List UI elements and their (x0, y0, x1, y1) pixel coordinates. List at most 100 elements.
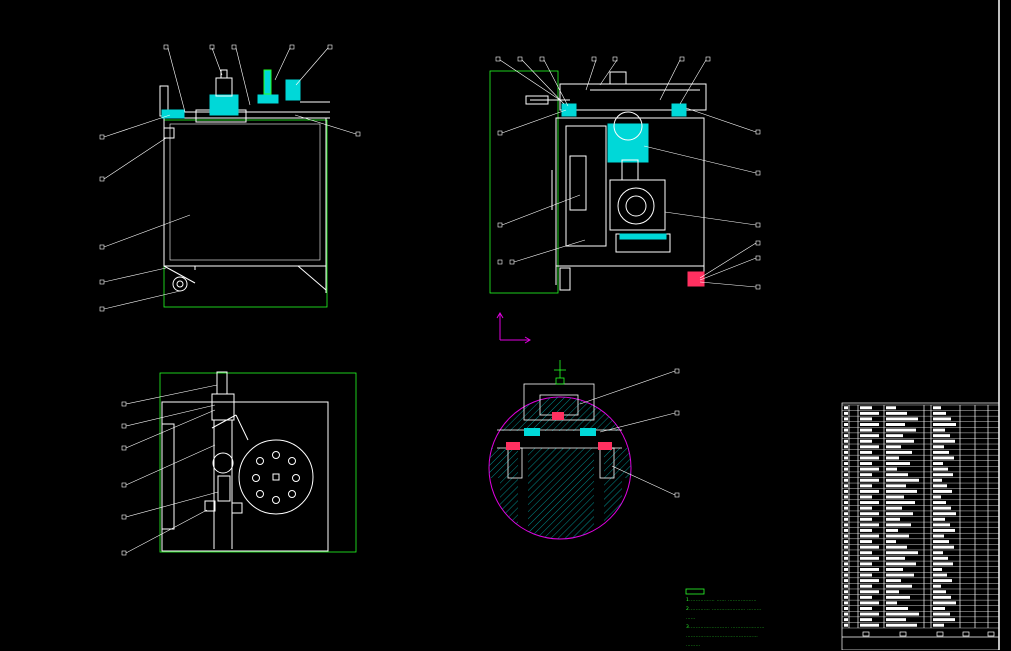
table-row (860, 439, 872, 443)
note-line: 2.………… ………………… ……… (686, 607, 762, 612)
plan-leaders (121, 384, 219, 556)
table-row (844, 506, 848, 510)
note-line: …… (686, 616, 696, 621)
table-row (860, 501, 879, 505)
top-assembly (559, 83, 707, 111)
table-row (933, 417, 951, 421)
table-row (860, 450, 872, 454)
valve (263, 69, 272, 95)
table-row (844, 495, 848, 499)
frame-outline (159, 372, 357, 553)
motor (215, 77, 233, 97)
note-line: ……………………………………… (686, 634, 758, 639)
table-row (844, 584, 848, 588)
technical-notes: 1.…………… …… ……………… 2.………… ………………… ……… …… … (686, 595, 836, 650)
table-row (844, 595, 848, 599)
table-row (933, 462, 943, 466)
table-row (844, 478, 848, 482)
table-row (886, 540, 896, 544)
table-row (933, 623, 944, 627)
table-row (844, 562, 848, 566)
tank-inner (169, 123, 321, 261)
header-cell (936, 631, 944, 637)
tank-body (555, 117, 705, 267)
table-row (933, 495, 941, 499)
table-row (933, 428, 945, 432)
table-row (886, 534, 909, 538)
table-row (933, 450, 949, 454)
fitting (231, 502, 243, 514)
table-row (933, 406, 941, 410)
table-row (844, 573, 848, 577)
table-row (933, 501, 946, 505)
table-row (860, 607, 872, 610)
note-line: 3.…………………… ………………… (686, 625, 765, 630)
table-row (860, 523, 879, 527)
table-row (886, 406, 896, 410)
side-elevation-view (489, 70, 707, 294)
table-row (933, 545, 954, 549)
oil-level (619, 233, 667, 240)
table-row (886, 523, 911, 527)
table-row (933, 584, 941, 588)
table-row (860, 595, 872, 599)
right-wall (604, 478, 622, 538)
frame-outline (489, 70, 559, 294)
table-row (933, 411, 946, 415)
table-row (860, 495, 872, 499)
table-row (933, 573, 947, 577)
bolt-hole (288, 457, 296, 465)
caster (559, 267, 571, 291)
cylinder-head (613, 111, 643, 141)
table-row (860, 534, 879, 538)
o-ring (506, 442, 520, 450)
front-leaders (99, 44, 361, 312)
table-row (933, 612, 950, 616)
table-row (886, 579, 901, 583)
table-row (860, 423, 879, 426)
top-plan-view (159, 371, 357, 553)
table-row (844, 428, 848, 432)
table-row (860, 434, 879, 438)
table-row (886, 462, 910, 466)
table-row (844, 456, 848, 460)
header-cell (987, 631, 995, 637)
table-row (860, 456, 879, 460)
pump-flange (238, 439, 314, 515)
seal-ring (580, 428, 596, 436)
tank-top (161, 401, 329, 552)
table-row (886, 428, 916, 432)
table-row (886, 450, 912, 454)
section-marker (554, 360, 566, 385)
pump-shaft (217, 475, 231, 502)
table-row (860, 540, 872, 544)
table-row (844, 445, 848, 449)
piston-rod (621, 159, 639, 181)
table-row (844, 484, 848, 488)
table-row (933, 489, 952, 493)
table-row (844, 489, 848, 493)
table-row (844, 567, 848, 571)
bolt-hole (256, 490, 264, 498)
table-row (860, 417, 872, 421)
table-row (886, 562, 916, 566)
table-row (886, 618, 906, 622)
table-row (844, 417, 848, 421)
table-row (886, 623, 917, 627)
tank-body (163, 117, 327, 267)
o-ring (552, 412, 564, 420)
table-row (886, 439, 914, 443)
table-row (886, 528, 898, 532)
table-row (933, 601, 956, 605)
fitting (561, 103, 577, 117)
caster-wheel (172, 276, 188, 292)
table-row (933, 478, 942, 482)
fitting (204, 500, 216, 512)
table-row (844, 473, 848, 477)
left-wall (500, 478, 518, 538)
table-row (844, 512, 848, 516)
bolt-hole (256, 457, 264, 465)
table-row (860, 612, 879, 616)
lever (211, 414, 237, 429)
table-row (860, 551, 872, 555)
